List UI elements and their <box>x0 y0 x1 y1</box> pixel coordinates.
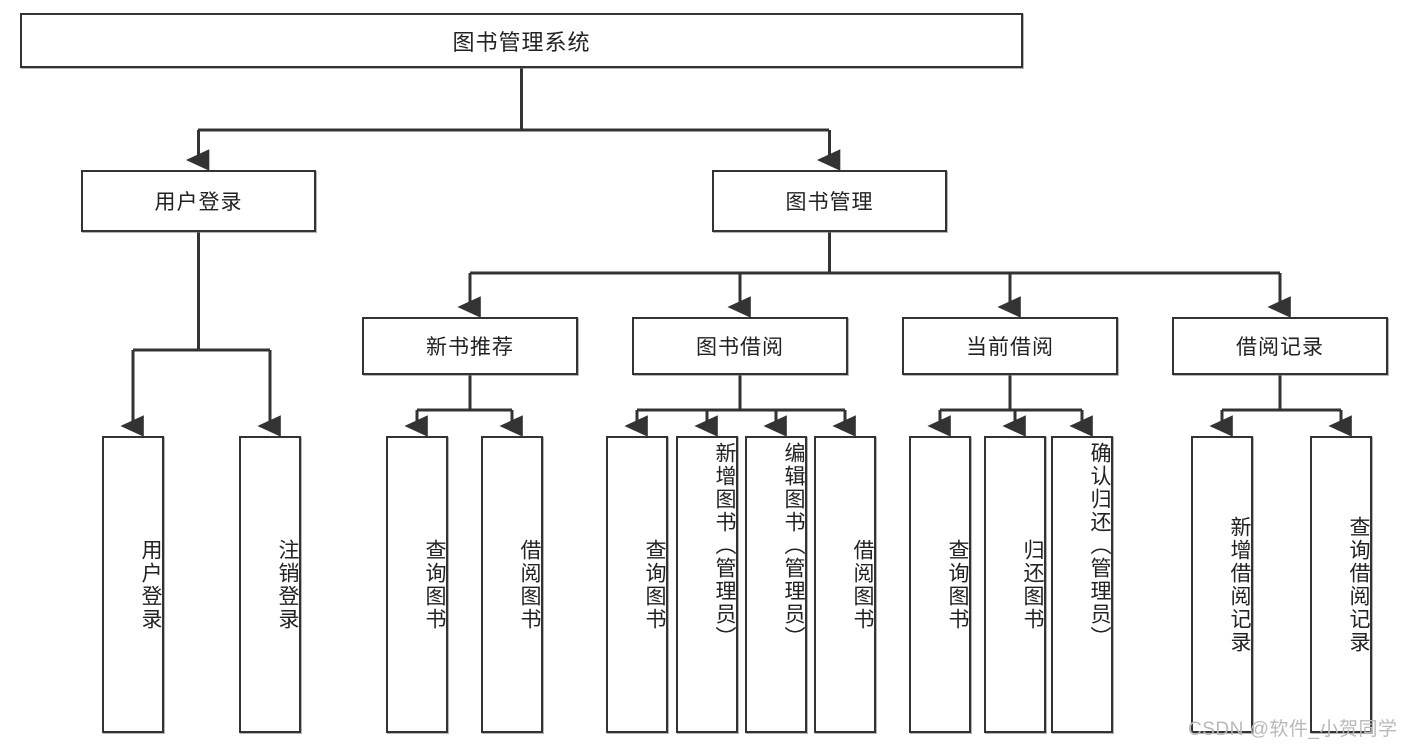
node-label: 确认归还（管理员） <box>1088 442 1111 649</box>
node-leaf-edit-book-admin[interactable]: 编辑图书（管理员） <box>745 436 807 733</box>
node-leaf-user-login[interactable]: 用户登录 <box>102 436 164 733</box>
node-leaf-confirm-return-admin[interactable]: 确认归还（管理员） <box>1051 436 1113 733</box>
node-label: 查询图书 <box>643 538 666 631</box>
node-label: 新增借阅记录 <box>1228 515 1251 654</box>
node-label: 借阅记录 <box>1236 336 1324 359</box>
node-label: 图书借阅 <box>696 336 784 359</box>
watermark-credit: CSDN @软件_小贺同学 <box>1188 719 1398 740</box>
node-label: 查询借阅记录 <box>1347 515 1370 654</box>
node-label: 用户登录 <box>139 538 162 631</box>
node-root[interactable]: 图书管理系统 <box>20 13 1023 68</box>
node-new-book-recommend[interactable]: 新书推荐 <box>362 317 578 375</box>
node-label: 图书管理系统 <box>452 29 591 55</box>
node-label: 借阅图书 <box>518 538 541 631</box>
node-label: 图书管理 <box>785 191 874 214</box>
node-leaf-query-book-borrow[interactable]: 查询图书 <box>606 436 668 733</box>
node-label: 借阅图书 <box>851 538 874 631</box>
node-label: 编辑图书（管理员） <box>782 442 805 649</box>
node-book-manage[interactable]: 图书管理 <box>712 170 947 232</box>
node-user-login[interactable]: 用户登录 <box>81 170 316 232</box>
node-leaf-return-book[interactable]: 归还图书 <box>984 436 1046 733</box>
node-label: 注销登录 <box>276 538 299 631</box>
node-leaf-query-borrow-record[interactable]: 查询借阅记录 <box>1310 436 1372 733</box>
node-book-borrow[interactable]: 图书借阅 <box>632 317 848 375</box>
node-leaf-user-logout[interactable]: 注销登录 <box>239 436 301 733</box>
node-leaf-add-book-admin[interactable]: 新增图书（管理员） <box>676 436 738 733</box>
node-label: 新增图书（管理员） <box>713 442 736 649</box>
node-leaf-borrow-book-borrow[interactable]: 借阅图书 <box>814 436 876 733</box>
node-label: 新书推荐 <box>426 336 514 359</box>
node-leaf-query-book-rec[interactable]: 查询图书 <box>386 436 448 733</box>
node-current-borrow[interactable]: 当前借阅 <box>902 317 1118 375</box>
node-label: 用户登录 <box>154 191 243 214</box>
node-leaf-query-book-current[interactable]: 查询图书 <box>909 436 971 733</box>
node-borrow-record[interactable]: 借阅记录 <box>1172 317 1388 375</box>
node-label: 归还图书 <box>1021 538 1044 631</box>
node-label: 查询图书 <box>423 538 446 631</box>
node-leaf-borrow-book-rec[interactable]: 借阅图书 <box>481 436 543 733</box>
node-label: 当前借阅 <box>966 336 1054 359</box>
node-label: 查询图书 <box>946 538 969 631</box>
node-leaf-add-borrow-record[interactable]: 新增借阅记录 <box>1191 436 1253 733</box>
